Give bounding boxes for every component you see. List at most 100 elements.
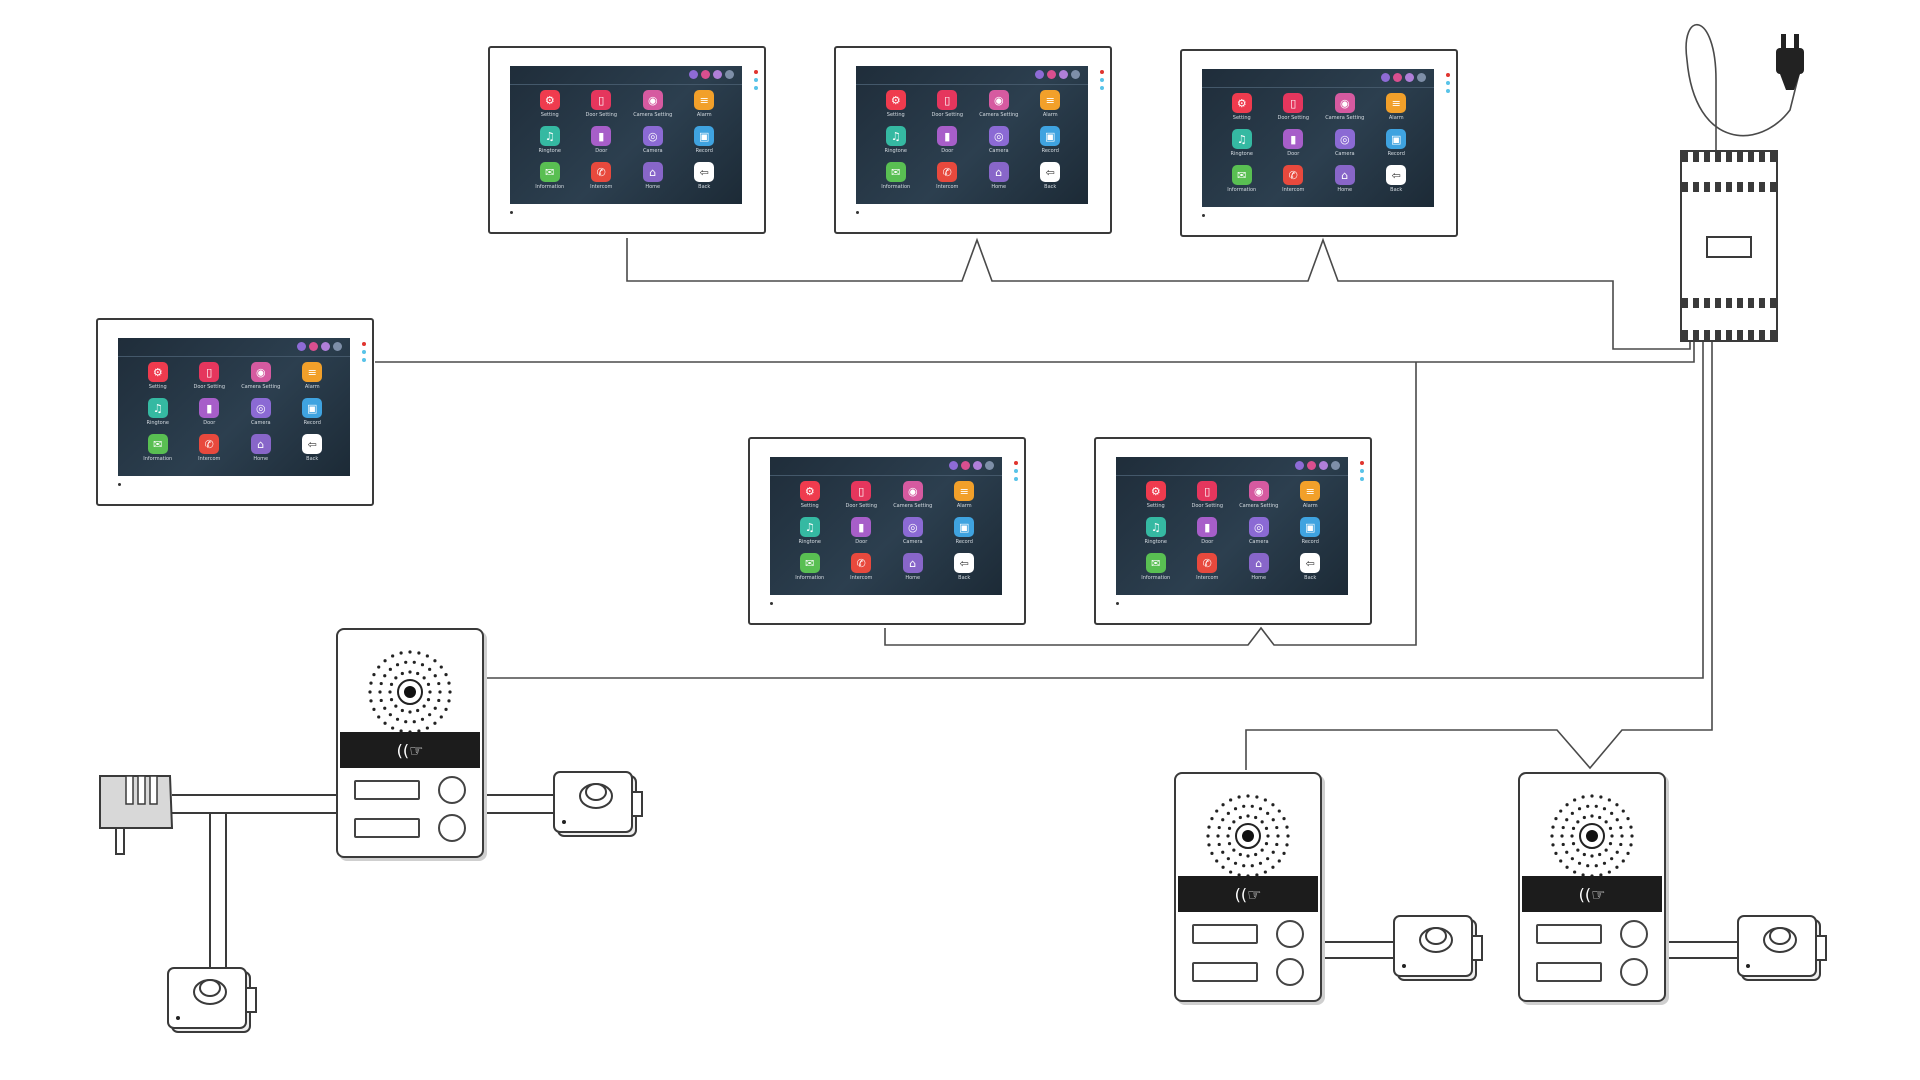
app-door[interactable]: ▮Door [184,398,236,434]
app-back[interactable]: ⇦Back [1371,165,1423,201]
status-icon[interactable] [1381,73,1390,82]
app-back[interactable]: ⇦Back [939,553,991,589]
status-icon[interactable] [973,461,982,470]
status-icon[interactable] [321,342,330,351]
status-icon[interactable] [689,70,698,79]
call-button[interactable] [1620,920,1648,948]
app-information[interactable]: ✉Information [1130,553,1182,589]
app-home[interactable]: ⌂Home [1233,553,1285,589]
app-alarm[interactable]: ≡Alarm [1025,90,1077,126]
app-setting[interactable]: ⚙Setting [1216,93,1268,129]
app-camera[interactable]: ◎Camera [887,517,939,553]
call-button[interactable] [438,776,466,804]
app-camera-setting[interactable]: ◉Camera Setting [1319,93,1371,129]
app-record[interactable]: ▣Record [1025,126,1077,162]
app-information[interactable]: ✉Information [784,553,836,589]
status-icon[interactable] [1307,461,1316,470]
app-door-setting[interactable]: ▯Door Setting [1182,481,1234,517]
status-icon[interactable] [309,342,318,351]
app-door-setting[interactable]: ▯Door Setting [576,90,628,126]
app-ringtone[interactable]: ♫Ringtone [1216,129,1268,165]
call-button[interactable] [1276,958,1304,986]
app-setting[interactable]: ⚙Setting [524,90,576,126]
app-alarm[interactable]: ≡Alarm [1285,481,1337,517]
status-icon[interactable] [1417,73,1426,82]
app-intercom[interactable]: ✆Intercom [922,162,974,198]
app-record[interactable]: ▣Record [679,126,731,162]
app-ringtone[interactable]: ♫Ringtone [870,126,922,162]
app-record[interactable]: ▣Record [1371,129,1423,165]
app-door[interactable]: ▮Door [922,126,974,162]
app-information[interactable]: ✉Information [132,434,184,470]
app-alarm[interactable]: ≡Alarm [679,90,731,126]
app-door[interactable]: ▮Door [576,126,628,162]
app-home[interactable]: ⌂Home [887,553,939,589]
app-intercom[interactable]: ✆Intercom [1182,553,1234,589]
app-setting[interactable]: ⚙Setting [784,481,836,517]
app-back[interactable]: ⇦Back [287,434,339,470]
status-icon[interactable] [297,342,306,351]
status-icon[interactable] [1405,73,1414,82]
app-home[interactable]: ⌂Home [627,162,679,198]
call-button[interactable] [438,814,466,842]
app-door[interactable]: ▮Door [1182,517,1234,553]
status-icon[interactable] [725,70,734,79]
app-record[interactable]: ▣Record [939,517,991,553]
status-icon[interactable] [1047,70,1056,79]
app-alarm[interactable]: ≡Alarm [1371,93,1423,129]
app-intercom[interactable]: ✆Intercom [576,162,628,198]
app-record[interactable]: ▣Record [1285,517,1337,553]
app-intercom[interactable]: ✆Intercom [836,553,888,589]
status-icon[interactable] [713,70,722,79]
app-camera[interactable]: ◎Camera [627,126,679,162]
app-information[interactable]: ✉Information [870,162,922,198]
app-information[interactable]: ✉Information [1216,165,1268,201]
app-ringtone[interactable]: ♫Ringtone [1130,517,1182,553]
status-icon[interactable] [333,342,342,351]
app-home[interactable]: ⌂Home [973,162,1025,198]
app-door[interactable]: ▮Door [836,517,888,553]
status-icon[interactable] [1035,70,1044,79]
app-door-setting[interactable]: ▯Door Setting [1268,93,1320,129]
app-alarm[interactable]: ≡Alarm [287,362,339,398]
status-icon[interactable] [1393,73,1402,82]
app-door-setting[interactable]: ▯Door Setting [922,90,974,126]
status-icon[interactable] [701,70,710,79]
rfid-reader[interactable]: ((☞ [1178,876,1318,912]
app-camera[interactable]: ◎Camera [235,398,287,434]
app-back[interactable]: ⇦Back [679,162,731,198]
app-ringtone[interactable]: ♫Ringtone [524,126,576,162]
app-door-setting[interactable]: ▯Door Setting [184,362,236,398]
status-icon[interactable] [1331,461,1340,470]
app-camera-setting[interactable]: ◉Camera Setting [973,90,1025,126]
app-home[interactable]: ⌂Home [1319,165,1371,201]
status-icon[interactable] [1295,461,1304,470]
rfid-reader[interactable]: ((☞ [340,732,480,768]
app-door-setting[interactable]: ▯Door Setting [836,481,888,517]
call-button[interactable] [1620,958,1648,986]
app-camera[interactable]: ◎Camera [973,126,1025,162]
status-icon[interactable] [1319,461,1328,470]
app-camera[interactable]: ◎Camera [1319,129,1371,165]
app-home[interactable]: ⌂Home [235,434,287,470]
call-button[interactable] [1276,920,1304,948]
rfid-reader[interactable]: ((☞ [1522,876,1662,912]
app-camera-setting[interactable]: ◉Camera Setting [627,90,679,126]
app-door[interactable]: ▮Door [1268,129,1320,165]
status-icon[interactable] [949,461,958,470]
app-alarm[interactable]: ≡Alarm [939,481,991,517]
app-intercom[interactable]: ✆Intercom [184,434,236,470]
status-icon[interactable] [985,461,994,470]
app-setting[interactable]: ⚙Setting [870,90,922,126]
app-camera-setting[interactable]: ◉Camera Setting [887,481,939,517]
app-setting[interactable]: ⚙Setting [132,362,184,398]
status-icon[interactable] [1059,70,1068,79]
status-icon[interactable] [961,461,970,470]
app-camera-setting[interactable]: ◉Camera Setting [235,362,287,398]
app-setting[interactable]: ⚙Setting [1130,481,1182,517]
app-back[interactable]: ⇦Back [1025,162,1077,198]
app-back[interactable]: ⇦Back [1285,553,1337,589]
app-camera[interactable]: ◎Camera [1233,517,1285,553]
app-information[interactable]: ✉Information [524,162,576,198]
app-ringtone[interactable]: ♫Ringtone [784,517,836,553]
